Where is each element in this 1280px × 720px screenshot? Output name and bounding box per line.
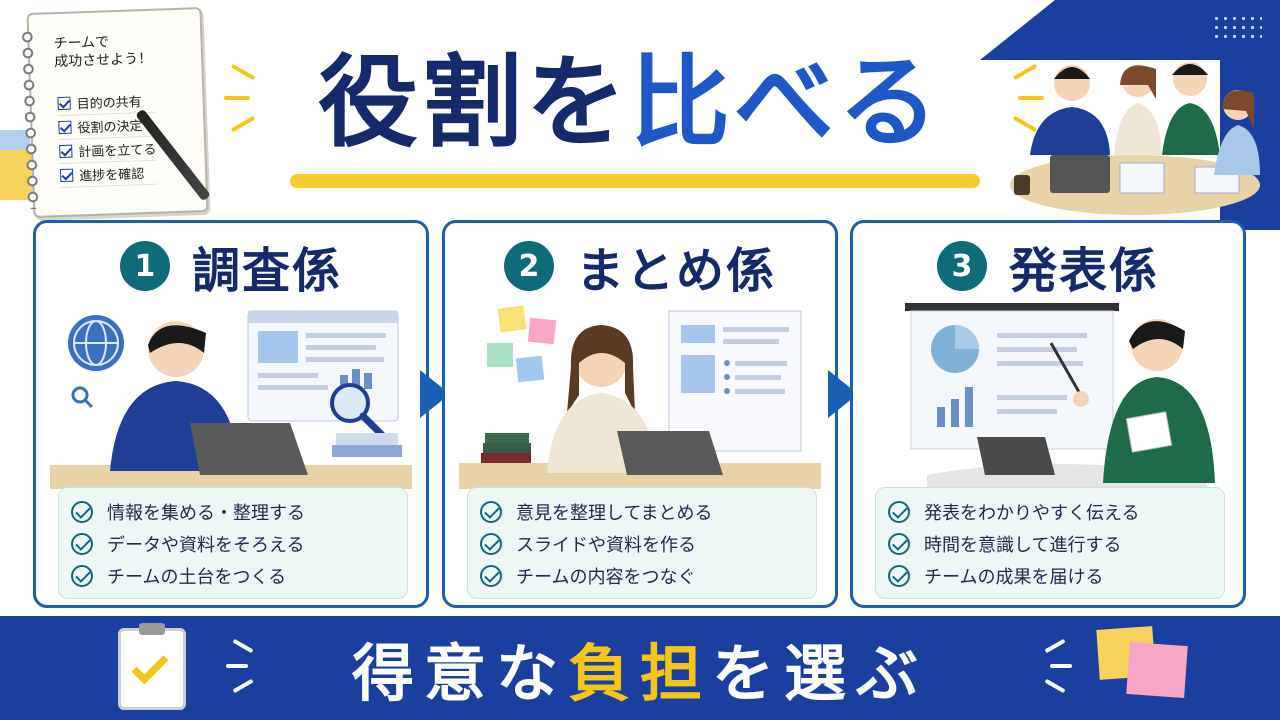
- duty-item: チームの成果を届ける: [888, 560, 1212, 592]
- check-circle-icon: [480, 565, 502, 587]
- notebook-item: 進捗を確認: [59, 160, 158, 189]
- role-title: 発表係: [1008, 243, 1159, 299]
- notebook-item-label: 役割の決定: [77, 119, 143, 137]
- check-circle-icon: [888, 501, 910, 523]
- number-badge: 2: [503, 241, 554, 291]
- role-title: 調査係: [191, 243, 342, 299]
- card-header: 3 発表係: [853, 233, 1243, 299]
- role-card-research: 1 調査係 情報を集める・整理する データや資料をそろえる チームの土台をつくる: [33, 220, 429, 608]
- banner-part-1: 得意な: [351, 637, 568, 710]
- title-part-1: 役割を: [318, 44, 630, 161]
- research-illustration: [50, 310, 412, 489]
- duty-text: 発表をわかりやすく伝える: [924, 503, 1140, 524]
- duty-text: 意見を整理してまとめる: [516, 503, 713, 524]
- team-meeting-illustration: [1010, 62, 1260, 215]
- page-title: 役割を比べる: [270, 40, 990, 165]
- check-circle-icon: [888, 533, 910, 555]
- notebook-title: チームで 成功させよう！: [53, 33, 152, 71]
- role-title: まとめ係: [575, 243, 776, 299]
- notebook-title-line-2: 成功させよう！: [53, 50, 153, 70]
- duty-text: 情報を集める・整理する: [107, 503, 305, 524]
- role-card-presenter: 3 発表係 発表をわかりやすく伝える 時間を意識して進行する チームの成果を届け…: [850, 220, 1246, 608]
- spark-decoration-banner-right: [1032, 638, 1072, 698]
- duty-text: 時間を意識して進行する: [924, 535, 1122, 556]
- check-circle-icon: [480, 533, 502, 555]
- check-circle-icon: [888, 565, 910, 587]
- role-card-summary: 2 まとめ係 意見を整理してまとめる スライドや資料を作る チームの内容をつなぐ: [442, 220, 838, 608]
- role-duties-list: 情報を集める・整理する データや資料をそろえる チームの土台をつくる: [58, 487, 408, 599]
- summary-illustration: [459, 305, 821, 489]
- duty-text: チームの土台をつくる: [107, 567, 287, 588]
- duty-item: 情報を集める・整理する: [71, 496, 395, 528]
- spark-decoration-right: [1000, 60, 1060, 140]
- spark-decoration-left: [220, 60, 280, 140]
- check-circle-icon: [480, 501, 502, 523]
- check-circle-icon: [71, 501, 93, 523]
- dots-decoration: [1212, 14, 1262, 44]
- duty-text: スライドや資料を作る: [516, 535, 696, 556]
- checkbox-icon: [59, 144, 73, 159]
- notebook-item-label: 目的の共有: [76, 95, 142, 113]
- checkbox-icon: [59, 168, 74, 183]
- role-duties-list: 発表をわかりやすく伝える 時間を意識して進行する チームの成果を届ける: [875, 487, 1225, 599]
- title-underline: [290, 174, 980, 188]
- duty-item: 時間を意識して進行する: [888, 528, 1212, 560]
- check-circle-icon: [71, 565, 93, 587]
- title-part-2: 比べる: [630, 44, 942, 161]
- checkbox-icon: [57, 96, 71, 111]
- spark-decoration-banner-left: [226, 638, 266, 698]
- banner-message: 得意な負担を選ぶ: [0, 616, 1280, 720]
- duty-item: データや資料をそろえる: [71, 528, 395, 560]
- bottom-banner: 得意な負担を選ぶ: [0, 616, 1280, 720]
- clipboard-check-icon: [118, 623, 186, 710]
- duty-text: チームの成果を届ける: [924, 567, 1104, 588]
- duty-item: チームの内容をつなぐ: [480, 560, 804, 592]
- duty-item: 発表をわかりやすく伝える: [888, 496, 1212, 528]
- notebook-item-label: 進捗を確認: [78, 167, 145, 185]
- role-duties-list: 意見を整理してまとめる スライドや資料を作る チームの内容をつなぐ: [467, 487, 817, 599]
- card-header: 2 まとめ係: [445, 233, 835, 299]
- banner-part-2: を選ぶ: [712, 637, 929, 710]
- notebook-checklist: 目的の共有 役割の決定 計画を立てる 進捗を確認: [57, 88, 158, 189]
- card-header: 1 調査係: [36, 233, 426, 299]
- checkbox-icon: [58, 120, 72, 135]
- banner-highlight: 負担: [567, 637, 712, 710]
- check-circle-icon: [71, 533, 93, 555]
- number-badge: 1: [119, 241, 170, 291]
- notebook-item: 計画を立てる: [58, 136, 157, 165]
- notebook-item-label: 計画を立てる: [78, 142, 157, 161]
- duty-item: 意見を整理してまとめる: [480, 496, 804, 528]
- checklist-notebook: チームで 成功させよう！ 目的の共有 役割の決定 計画を立てる 進捗を確認: [19, 7, 209, 218]
- duty-item: チームの土台をつくる: [71, 560, 395, 592]
- number-badge: 3: [936, 241, 987, 291]
- sticky-note-pink: [1126, 642, 1188, 698]
- duty-item: スライドや資料を作る: [480, 528, 804, 560]
- presenter-illustration: [905, 303, 1215, 489]
- duty-text: データや資料をそろえる: [107, 535, 305, 556]
- duty-text: チームの内容をつなぐ: [516, 567, 696, 588]
